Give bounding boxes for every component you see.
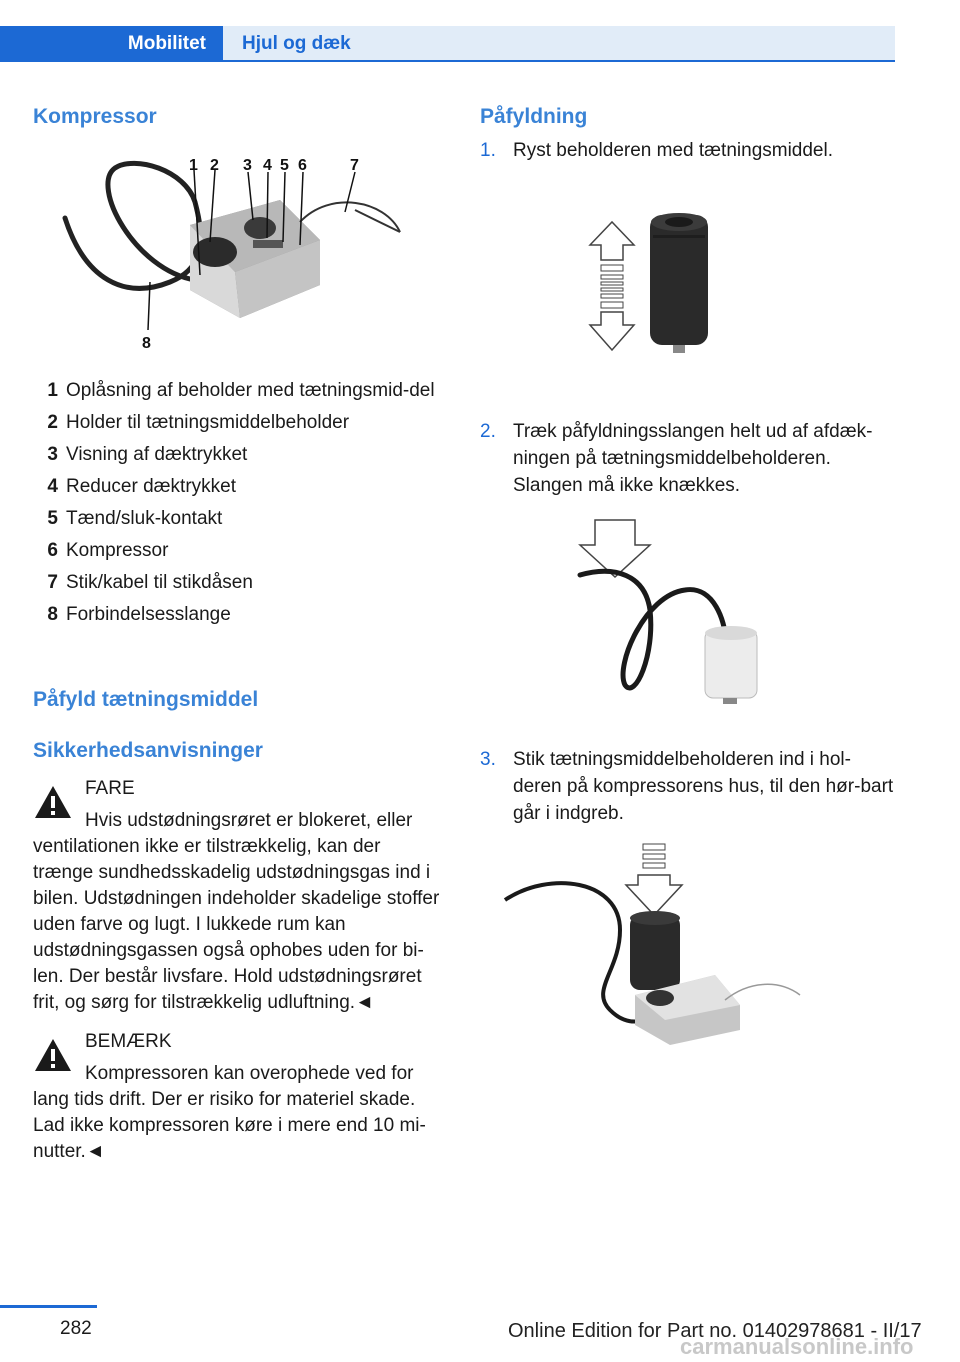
figure-label-8: 8: [142, 335, 151, 352]
insert-container-illustration: [503, 843, 801, 1045]
warning-triangle-icon: [35, 1039, 71, 1071]
compressor-illustration: 1 2 3 4 5 6 7 8: [62, 157, 401, 352]
tab-mobilitet[interactable]: Mobilitet: [0, 26, 223, 61]
figure-label-2: 2: [210, 157, 219, 174]
edition-text: Online Edition for Part no. 01402978681 …: [508, 1320, 922, 1342]
warning-triangle-icon: [35, 786, 71, 818]
heading-paafyldning: Påfyldning: [480, 105, 588, 128]
step-1: 1.Ryst beholderen med tætningsmiddel.: [480, 140, 834, 161]
warning-text: Hvis udstødningsrøret er blokeret, eller…: [33, 810, 440, 1013]
step-3: 3.Stik tætningsmiddelbeholderen ind i ho…: [480, 749, 894, 824]
warning-notice: BEMÆRK Kompressoren kan overophede ved f…: [33, 1029, 445, 1165]
subsection-heading: Sikkerhedsanvisninger: [33, 739, 263, 762]
shake-container-illustration: [588, 213, 708, 353]
figure-label-3: 3: [243, 157, 252, 174]
figure-label-4: 4: [263, 157, 272, 174]
step-2: 2.Træk påfyldningsslangen helt ud af afd…: [480, 421, 873, 496]
header-divider: [0, 60, 895, 62]
warning-title: FARE: [85, 778, 135, 799]
warning-title: BEMÆRK: [85, 1031, 172, 1052]
warning-danger: FARE Hvis udstødningsrøret er blokeret, …: [33, 776, 445, 1016]
page-number: 282: [60, 1318, 92, 1339]
tab-hjul-og-daek[interactable]: Hjul og dæk: [223, 26, 895, 61]
page-header: Mobilitet Hjul og dæk: [0, 0, 960, 62]
figure-label-6: 6: [298, 157, 307, 174]
footer-divider: [0, 1305, 97, 1308]
figure-label-1: 1: [189, 157, 198, 174]
section-heading: Påfyld tætningsmiddel: [33, 688, 259, 711]
warning-text: Kompressoren kan overophede ved for lang…: [33, 1063, 426, 1162]
pull-hose-illustration: [577, 519, 758, 704]
figure-label-7: 7: [350, 157, 359, 174]
heading-kompressor: Kompressor: [33, 105, 157, 128]
figure-label-5: 5: [280, 157, 289, 174]
watermark: carmanualsonline.info: [680, 1334, 914, 1359]
